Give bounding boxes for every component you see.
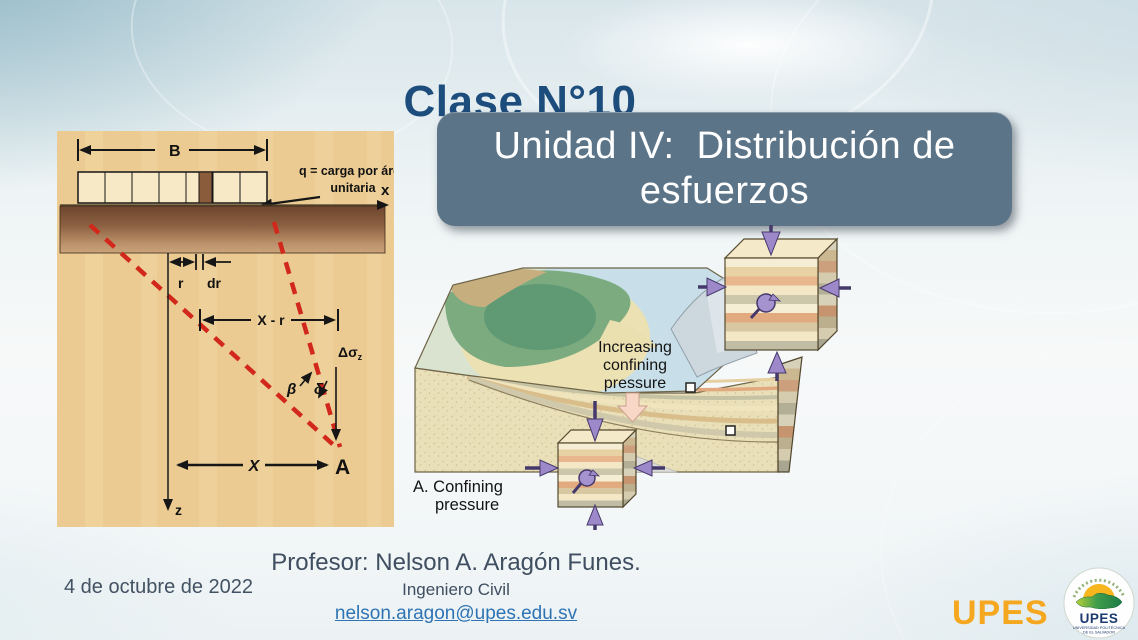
label-b: B	[169, 143, 181, 160]
label-x-minus-r: X - r	[257, 312, 285, 328]
unit-title-line1: Unidad IV: Distribución de	[493, 125, 956, 168]
slide-date: 4 de octubre de 2022	[64, 576, 254, 598]
seal-arc-motto	[1072, 578, 1126, 598]
dimension-x-minus-r	[199, 309, 339, 331]
dimension-r-dr	[169, 254, 231, 270]
professor-name: Profesor: Nelson A. Aragón Funes.	[271, 549, 641, 576]
label-q-line2: unitaria	[330, 181, 376, 195]
unit-title-banner: Unidad IV: Distribución de esfuerzos	[437, 112, 1012, 226]
block-right-face	[777, 356, 803, 473]
label-confining-2: pressure	[435, 496, 499, 514]
label-delta-sigma: Δσz	[338, 344, 363, 362]
label-dr: dr	[207, 275, 222, 291]
seal-caption-1: UNIVERSIDAD POLITÉCNICA	[1073, 625, 1126, 630]
seal-acronym: UPES	[1080, 611, 1119, 626]
terrain-surface	[414, 267, 748, 394]
label-point-a: A	[335, 456, 350, 479]
differential-load-element	[198, 171, 213, 204]
professor-degree: Ingeniero Civil	[402, 580, 510, 599]
depth-direction-arrow-icon	[616, 392, 649, 423]
label-increasing-1: Increasing	[598, 339, 672, 356]
confining-pressure-diagram: Increasing confining pressure A. Confini…	[413, 225, 851, 530]
pressure-arrows-big	[698, 225, 851, 381]
sample-marker-square	[685, 382, 696, 393]
email-row: nelson.aragon@upes.edu.sv	[206, 603, 706, 625]
red-ray-lines	[88, 221, 343, 451]
sample-marker-square	[725, 425, 736, 436]
stress-distribution-diagram: B q = carga por área unitaria x z	[57, 131, 394, 527]
terrain-delta	[599, 320, 657, 349]
label-beta: β	[286, 381, 296, 398]
delta-arrow	[318, 380, 328, 399]
q-pointer-arrow	[260, 195, 321, 209]
label-q-line1: q = carga por área	[299, 164, 394, 178]
label-confining-1: A. Confining	[413, 478, 503, 496]
block-right-shade	[778, 357, 802, 472]
dimension-b	[77, 139, 268, 161]
big-sample-cube	[698, 225, 851, 381]
upes-wordmark: UPES	[952, 594, 1049, 632]
load-cells	[77, 171, 268, 204]
label-r: r	[178, 275, 184, 291]
label-increasing-3: pressure	[604, 375, 666, 392]
small-sample-cube	[525, 401, 665, 530]
pressure-arrows-small	[525, 401, 665, 530]
label-x-axis: x	[381, 182, 390, 199]
seal-caption-2: DE EL SALVADOR	[1083, 631, 1115, 635]
label-x-distance: X	[248, 458, 261, 475]
seal-map-icon	[1075, 592, 1123, 610]
email-link[interactable]: nelson.aragon@upes.edu.sv	[334, 603, 578, 624]
upes-seal-logo: UPES UNIVERSIDAD POLITÉCNICA DE EL SALVA…	[1063, 567, 1135, 639]
unit-title-line2: esfuerzos	[639, 170, 810, 212]
foundation-bar	[59, 205, 386, 254]
label-z-axis: z	[175, 502, 182, 518]
label-increasing-2: confining	[603, 357, 667, 374]
beta-arrow	[299, 371, 313, 387]
